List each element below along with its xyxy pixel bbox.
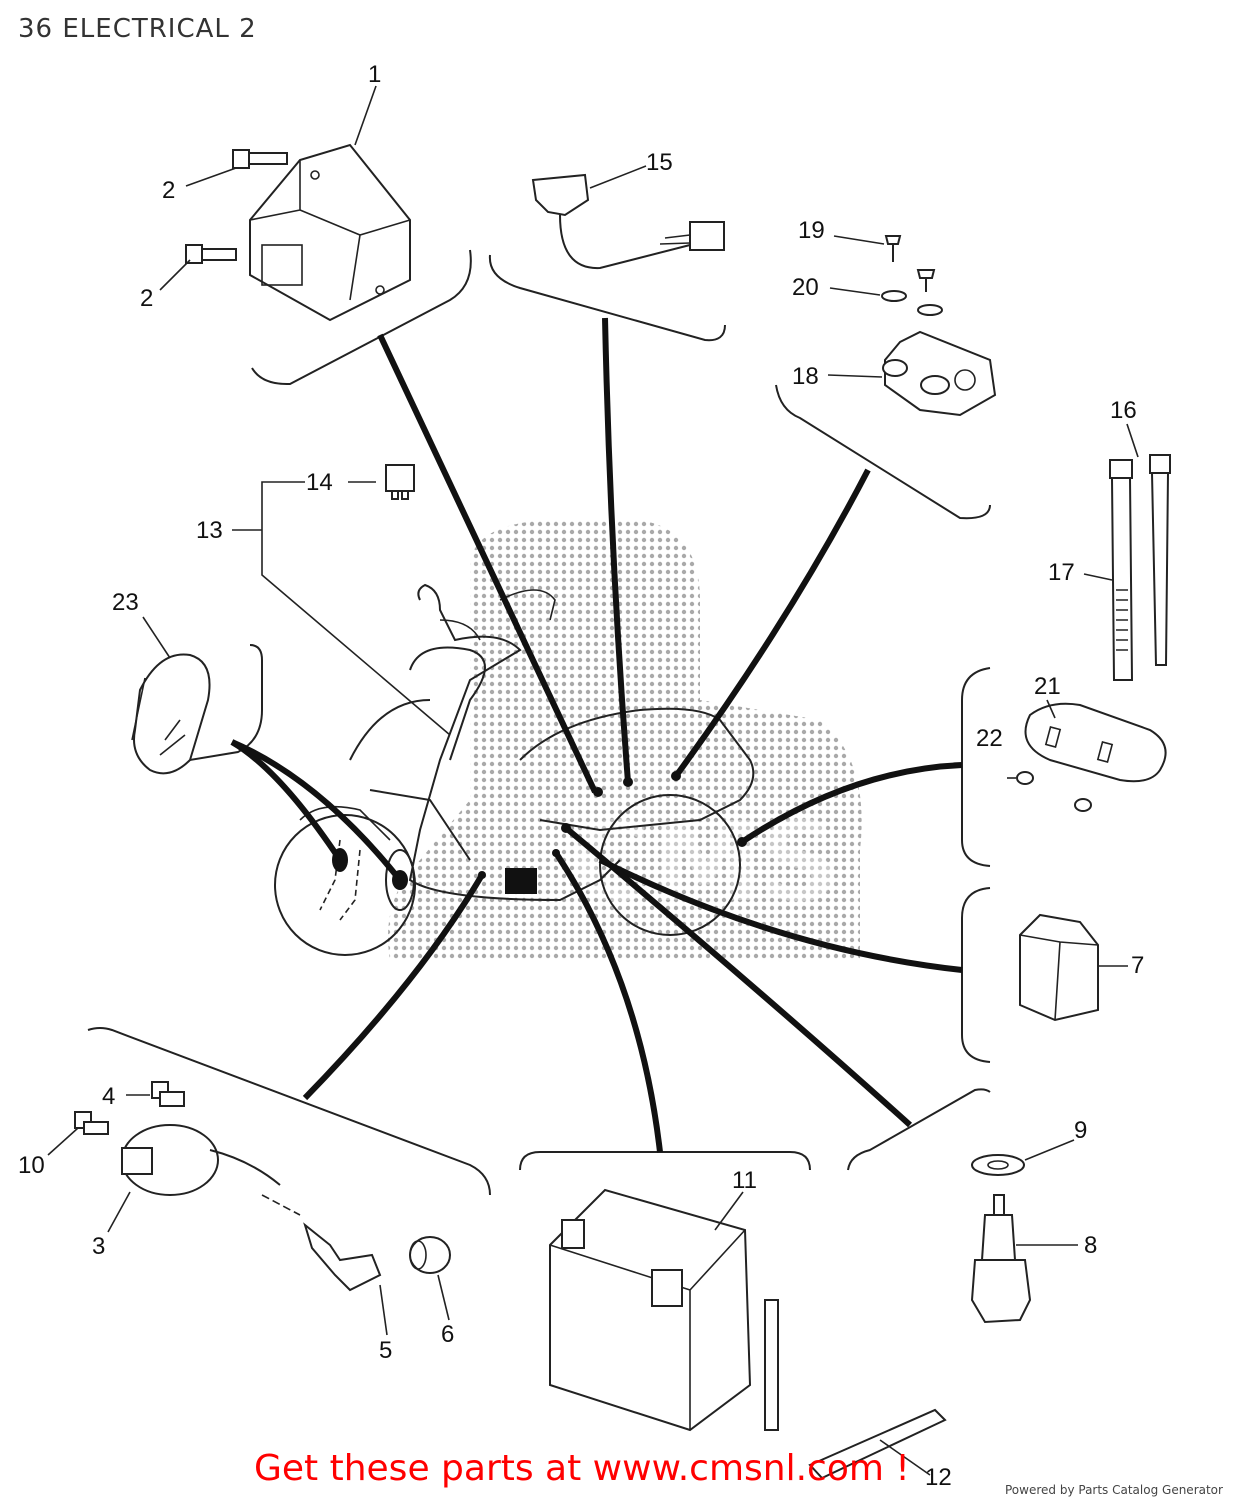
callout-14: 14 — [306, 469, 333, 496]
part-cap-6 — [409, 1236, 451, 1274]
part-relay-18 — [882, 330, 997, 417]
part-ignition-coil-3 — [121, 1124, 301, 1216]
callout-12: 12 — [925, 1464, 952, 1491]
callout-23: 23 — [112, 589, 139, 616]
part-washer-20 — [881, 290, 943, 316]
part-screw-19 — [884, 235, 936, 292]
callout-17: 17 — [1048, 559, 1075, 586]
part-plug-cap-5 — [303, 1222, 382, 1292]
callout-2a: 2 — [162, 177, 175, 204]
callout-1: 1 — [368, 61, 381, 88]
callout-13: 13 — [196, 517, 223, 544]
callout-10: 10 — [18, 1152, 45, 1179]
callout-2b: 2 — [140, 285, 153, 312]
powered-by-text: Powered by Parts Catalog Generator — [1005, 1483, 1223, 1497]
callout-8: 8 — [1084, 1232, 1097, 1259]
callout-5: 5 — [379, 1337, 392, 1364]
callout-16: 16 — [1110, 397, 1137, 424]
part-cable-tie-16-17 — [1109, 454, 1171, 681]
part-bolt-2b — [185, 244, 237, 264]
callout-9: 9 — [1074, 1117, 1087, 1144]
part-nut-22 — [1016, 771, 1092, 812]
part-bolt-10 — [74, 1111, 109, 1135]
part-strap-12 — [808, 1408, 947, 1480]
part-cover-23 — [131, 653, 211, 775]
callout-20: 20 — [792, 274, 819, 301]
callout-6: 6 — [441, 1321, 454, 1348]
part-bolt-4 — [151, 1081, 185, 1107]
part-relay-7 — [1019, 913, 1099, 1022]
callout-labels: 1 2 2 3 4 5 6 7 8 9 10 11 12 13 14 15 16… — [18, 61, 1144, 1491]
callout-21: 21 — [1034, 673, 1061, 700]
part-cdi-unit-1 — [249, 143, 411, 322]
callout-3: 3 — [92, 1233, 105, 1260]
part-fuse-14 — [385, 464, 415, 500]
part-connector-15 — [531, 173, 725, 270]
callout-18: 18 — [792, 363, 819, 390]
part-washer-9 — [971, 1154, 1025, 1176]
connector-lines — [230, 317, 963, 1153]
diagram-title: 36 ELECTRICAL 2 — [18, 14, 257, 44]
part-cover-21 — [1024, 702, 1167, 783]
group-brackets — [87, 249, 991, 1196]
callout-4: 4 — [102, 1083, 115, 1110]
callout-11: 11 — [732, 1167, 757, 1194]
part-bolt-2a — [232, 149, 288, 169]
part-switch-8 — [970, 1194, 1032, 1324]
callout-22: 22 — [976, 725, 1003, 752]
callout-7: 7 — [1131, 952, 1144, 979]
callout-19: 19 — [798, 217, 825, 244]
leader-lines — [47, 85, 1139, 1476]
part-battery-11 — [549, 1188, 779, 1432]
cmsnl-link[interactable]: Get these parts at www.cmsnl.com ! — [254, 1448, 910, 1489]
callout-15: 15 — [646, 149, 673, 176]
